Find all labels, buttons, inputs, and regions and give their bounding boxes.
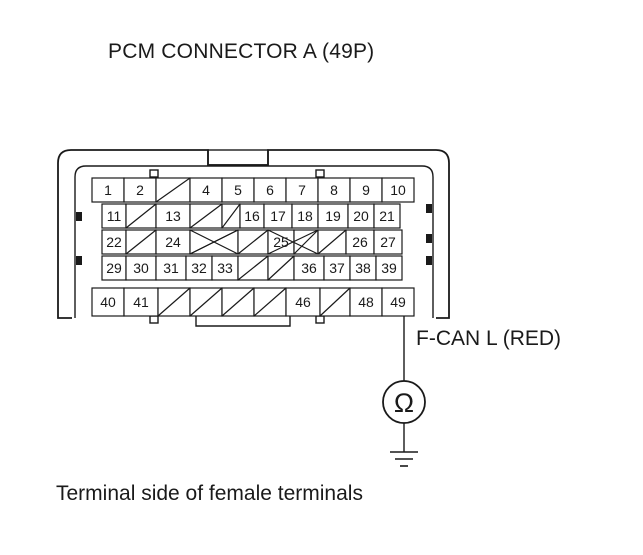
terminal-cell-40 [91, 287, 125, 317]
terminal-cell-39 [375, 255, 403, 281]
meter-symbol: Ω [394, 388, 414, 418]
blank-cell-slash [237, 229, 269, 255]
terminal-number: 10 [390, 182, 406, 198]
terminal-cell-46 [285, 287, 321, 317]
terminal-number: 17 [270, 208, 286, 224]
blank-cell-slash [221, 287, 255, 317]
terminal-cell-17 [263, 203, 293, 229]
terminal-number: 26 [352, 234, 368, 250]
page-title: PCM CONNECTOR A (49P) [108, 40, 375, 63]
terminal-cell-29 [101, 255, 127, 281]
terminal-cell-11 [101, 203, 127, 229]
terminal-number: 8 [330, 182, 338, 198]
terminal-cell-18 [291, 203, 319, 229]
terminal-cell-49 [381, 287, 415, 317]
signal-label: F-CAN L (RED) [416, 327, 562, 350]
connector-keys [76, 204, 432, 265]
terminal-number: 20 [353, 208, 369, 224]
terminal-number: 19 [325, 208, 341, 224]
terminal-number: 2 [136, 182, 144, 198]
terminal-cell-21 [373, 203, 401, 229]
terminal-number: 7 [298, 182, 306, 198]
blank-cell-slash [253, 287, 287, 317]
terminal-number: 16 [244, 208, 260, 224]
blank-cell-slash [157, 287, 191, 317]
terminal-number: 36 [301, 260, 317, 276]
blank-cell-slash [317, 229, 347, 255]
connector-housing [57, 149, 450, 327]
terminal-number: 49 [390, 294, 406, 310]
terminal-number: 30 [133, 260, 149, 276]
ground-icon [390, 451, 418, 467]
terminal-cell-10 [381, 177, 415, 203]
terminal-number: 38 [355, 260, 371, 276]
terminal-number: 21 [379, 208, 395, 224]
terminal-cell-38 [349, 255, 377, 281]
terminal-cell-19 [317, 203, 349, 229]
terminal-number: 37 [329, 260, 345, 276]
terminal-cell-22 [101, 229, 127, 255]
ohmmeter-icon: Ω [382, 380, 426, 424]
terminal-cell-27 [373, 229, 403, 255]
terminal-number: 48 [358, 294, 374, 310]
blank-cell-cross [189, 229, 239, 255]
terminal-number: 32 [191, 260, 207, 276]
terminal-number: 29 [106, 260, 122, 276]
terminal-number: 27 [380, 234, 396, 250]
terminal-number: 11 [107, 208, 122, 224]
terminal-number: 9 [362, 182, 370, 198]
terminal-number: 40 [100, 294, 116, 310]
terminal-cell-2 [123, 177, 157, 203]
terminal-cell-6 [253, 177, 287, 203]
caption: Terminal side of female terminals [56, 482, 363, 505]
terminal-cell-25 [267, 229, 295, 255]
terminal-number: 46 [295, 294, 311, 310]
blank-cell-slash [267, 255, 295, 281]
terminal-number: 4 [202, 182, 210, 198]
terminal-cell-48 [349, 287, 383, 317]
terminal-cell-24 [155, 229, 191, 255]
blank-cell-slash [237, 255, 269, 281]
blank-cell-slash [293, 229, 319, 255]
blank-cell-slash [221, 203, 241, 229]
blank-cell-slash [319, 287, 351, 317]
terminal-number: 31 [163, 260, 179, 276]
terminal-number: 1 [104, 182, 112, 198]
terminal-number: 33 [217, 260, 233, 276]
terminal-cell-8 [317, 177, 351, 203]
terminal-cell-13 [155, 203, 191, 229]
blank-cell-slash [125, 203, 157, 229]
blank-cell-slash [125, 229, 157, 255]
terminal-number: 22 [106, 234, 122, 250]
blank-cell-slash [189, 287, 223, 317]
blank-cell-slash [155, 177, 191, 203]
blank-cell-cross [267, 229, 319, 255]
terminal-number: 6 [266, 182, 274, 198]
terminal-number: 5 [234, 182, 242, 198]
blank-cell-slash [189, 203, 223, 229]
terminal-cell-31 [155, 255, 187, 281]
terminal-number: 13 [165, 208, 181, 224]
terminal-number: 18 [297, 208, 313, 224]
terminal-number: 41 [133, 294, 149, 310]
terminal-number: 24 [165, 234, 181, 250]
terminal-number: 39 [381, 260, 397, 276]
